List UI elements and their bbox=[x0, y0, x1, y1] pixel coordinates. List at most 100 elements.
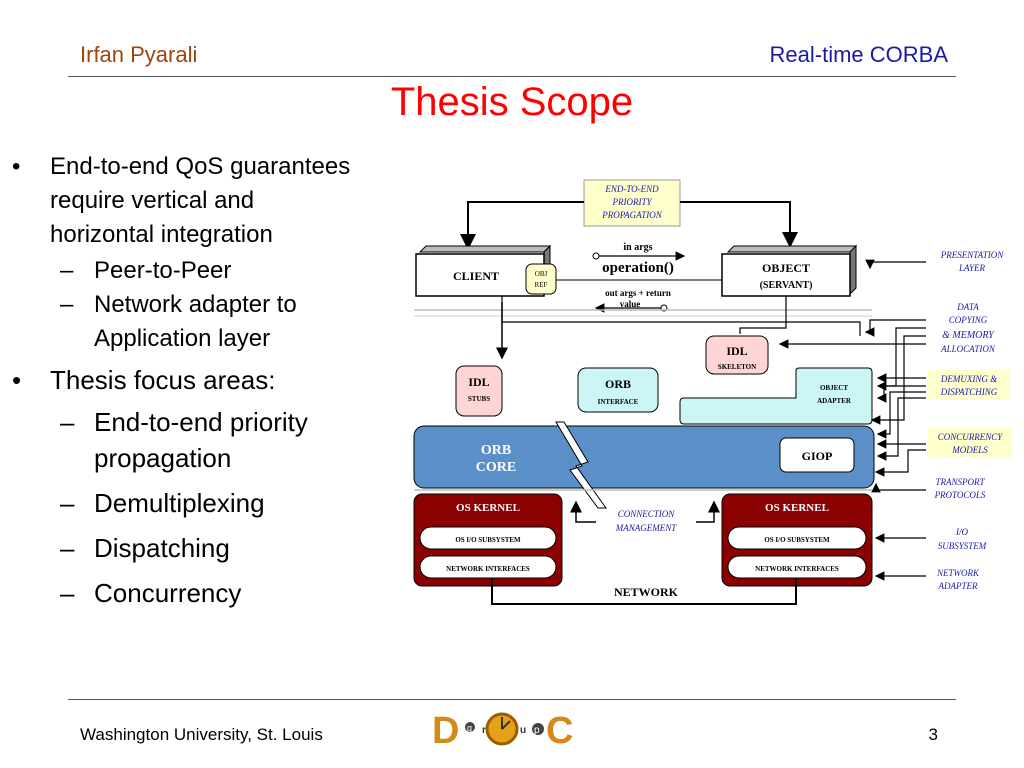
os-kernel-right-label: OS KERNEL bbox=[765, 502, 829, 514]
os-io-right-label: OS I/O SUBSYSTEM bbox=[764, 536, 830, 544]
bullet-1-line-3: horizontal integration bbox=[50, 221, 273, 248]
transport-protocols-line-1: TRANSPORT bbox=[935, 477, 985, 487]
connection-mgmt-line-2: MANAGEMENT bbox=[615, 523, 677, 533]
logo-letter-u: u bbox=[520, 725, 526, 736]
os-kernel-left: OS KERNEL OS I/O SUBSYSTEM NETWORK INTER… bbox=[413, 493, 563, 587]
idl-skeleton-box: IDL SKELETON bbox=[705, 335, 769, 375]
bullet-1-line-1: End-to-end QoS guarantees bbox=[50, 153, 351, 180]
author-name: Irfan Pyarali bbox=[80, 42, 198, 67]
connection-mgmt-line-1: CONNECTION bbox=[618, 509, 676, 519]
side-layer-labels: PRESENTATION LAYER DATA COPYING & MEMORY… bbox=[928, 250, 1012, 591]
io-subsystem-line-2: SUBSYSTEM bbox=[938, 541, 987, 551]
network-adapter-line-2: ADAPTER bbox=[938, 581, 978, 591]
obj-ref-box: OBJ REF bbox=[525, 263, 557, 295]
orb-architecture-diagram: END-TO-END PRIORITY PROPAGATION CLIENT O… bbox=[413, 179, 1012, 605]
bullet-list: • End-to-end QoS guarantees require vert… bbox=[0, 150, 420, 620]
client-box: CLIENT bbox=[415, 244, 552, 297]
logo-letter-d: D bbox=[432, 710, 459, 751]
logo-letter-g: g bbox=[467, 723, 472, 733]
object-adapter-line-2: ADAPTER bbox=[817, 397, 852, 405]
bullet-2-text: Thesis focus areas: bbox=[50, 365, 276, 395]
net-if-right-label: NETWORK INTERFACES bbox=[755, 565, 839, 573]
demuxing-line-2: DISPATCHING bbox=[940, 387, 998, 397]
out-args-line-1: out args + return bbox=[605, 288, 671, 298]
presentation-layer-line-2: LAYER bbox=[958, 263, 986, 273]
data-copying-line-3: & MEMORY bbox=[942, 330, 995, 341]
connection-arrow-left bbox=[570, 500, 596, 523]
sub-bullet-demux-text: Demultiplexing bbox=[94, 488, 265, 518]
data-copying-line-2: COPYING bbox=[949, 315, 988, 325]
obj-ref-line-2: REF bbox=[535, 281, 548, 289]
logo-letter-c: C bbox=[546, 710, 573, 751]
side-layer-arrows bbox=[778, 259, 926, 581]
sub-bullet-concurrency-text: Concurrency bbox=[94, 578, 242, 608]
object-servant-box: OBJECT (SERVANT) bbox=[721, 244, 858, 297]
net-if-left-label: NETWORK INTERFACES bbox=[446, 565, 530, 573]
concurrency-models-line-1: CONCURRENCY bbox=[938, 432, 1004, 442]
sub-bullet-priority-line-2: propagation bbox=[94, 443, 232, 473]
concurrency-models-line-2: MODELS bbox=[951, 445, 988, 455]
demuxing-line-1: DEMUXING & bbox=[940, 374, 997, 384]
idl-stubs-line-2: STUBS bbox=[468, 395, 490, 403]
transport-protocols-line-2: PROTOCOLS bbox=[934, 490, 986, 500]
slide-title: Thesis Scope bbox=[390, 80, 634, 124]
sub-bullet-dispatching: – Dispatching bbox=[0, 530, 420, 566]
bullet-2: • Thesis focus areas: bbox=[0, 362, 420, 398]
orb-core-line-2: CORE bbox=[476, 460, 516, 475]
doc-group-logo: D g r u p C bbox=[432, 710, 573, 751]
os-kernel-left-label: OS KERNEL bbox=[456, 502, 520, 514]
orb-interface-box: ORB INTERFACE bbox=[577, 367, 659, 413]
network-label: NETWORK bbox=[614, 585, 679, 599]
idl-skeleton-line-1: IDL bbox=[726, 344, 747, 358]
sub-bullet-network-adapter-line-1: Network adapter to bbox=[94, 291, 297, 318]
sub-bullet-demux: – Demultiplexing bbox=[0, 485, 420, 521]
presentation-topic: Real-time CORBA bbox=[769, 42, 948, 67]
priority-propagation-note: END-TO-END PRIORITY PROPAGATION bbox=[583, 179, 681, 227]
header-divider bbox=[68, 76, 956, 77]
idl-stubs-box: IDL STUBS bbox=[455, 365, 503, 417]
sub-bullet-network-adapter-line-2: Application layer bbox=[94, 325, 271, 352]
presentation-layer-line-1: PRESENTATION bbox=[940, 250, 1004, 260]
priority-arrow-left bbox=[460, 201, 584, 250]
object-label-line-2: (SERVANT) bbox=[760, 280, 813, 291]
orb-core-line-1: ORB bbox=[481, 443, 511, 458]
sub-bullet-network-adapter: – Network adapter to Application layer bbox=[0, 288, 420, 356]
object-label-line-1: OBJECT bbox=[762, 261, 810, 275]
priority-arrow-right bbox=[680, 201, 798, 248]
object-adapter-box: OBJECT ADAPTER bbox=[679, 367, 873, 425]
giop-label: GIOP bbox=[802, 449, 833, 463]
footer-divider bbox=[68, 699, 956, 700]
connection-arrow-right bbox=[696, 500, 720, 523]
network-link bbox=[491, 578, 797, 605]
sub-bullet-peer-text: Peer-to-Peer bbox=[94, 257, 232, 284]
priority-note-line-1: END-TO-END bbox=[604, 184, 659, 194]
in-args-label: in args bbox=[623, 242, 652, 253]
sub-bullet-peer: – Peer-to-Peer bbox=[0, 254, 420, 288]
operation-label: operation() bbox=[602, 260, 674, 276]
orb-core-break bbox=[555, 421, 607, 509]
giop-box: GIOP bbox=[779, 437, 855, 473]
orb-interface-line-1: ORB bbox=[605, 377, 631, 391]
sub-bullet-dispatching-text: Dispatching bbox=[94, 533, 230, 563]
client-label: CLIENT bbox=[453, 269, 499, 283]
data-copying-line-1: DATA bbox=[956, 302, 979, 312]
orb-interface-line-2: INTERFACE bbox=[598, 398, 639, 406]
sub-bullet-priority-line-1: End-to-end priority bbox=[94, 407, 308, 437]
logo-letter-r: r bbox=[482, 725, 486, 736]
idl-stubs-line-1: IDL bbox=[468, 375, 489, 389]
bullet-1: • End-to-end QoS guarantees require vert… bbox=[0, 150, 420, 252]
network-adapter-line-1: NETWORK bbox=[936, 568, 980, 578]
obj-ref-line-1: OBJ bbox=[535, 270, 548, 278]
page-number: 3 bbox=[928, 725, 938, 744]
orb-core-box: ORB CORE bbox=[413, 425, 875, 489]
object-adapter-line-1: OBJECT bbox=[820, 384, 848, 392]
logo-letter-p: p bbox=[534, 725, 540, 736]
priority-note-line-2: PRIORITY bbox=[612, 197, 653, 207]
io-subsystem-line-1: I/O bbox=[955, 527, 968, 537]
priority-note-line-3: PROPAGATION bbox=[601, 210, 662, 220]
data-copying-line-4: ALLOCATION bbox=[940, 344, 996, 354]
bullet-1-line-2: require vertical and bbox=[50, 187, 255, 214]
institution-name: Washington University, St. Louis bbox=[80, 725, 323, 744]
sub-bullet-priority: – End-to-end priority propagation bbox=[0, 404, 420, 476]
bullet-dot: • bbox=[12, 153, 21, 180]
